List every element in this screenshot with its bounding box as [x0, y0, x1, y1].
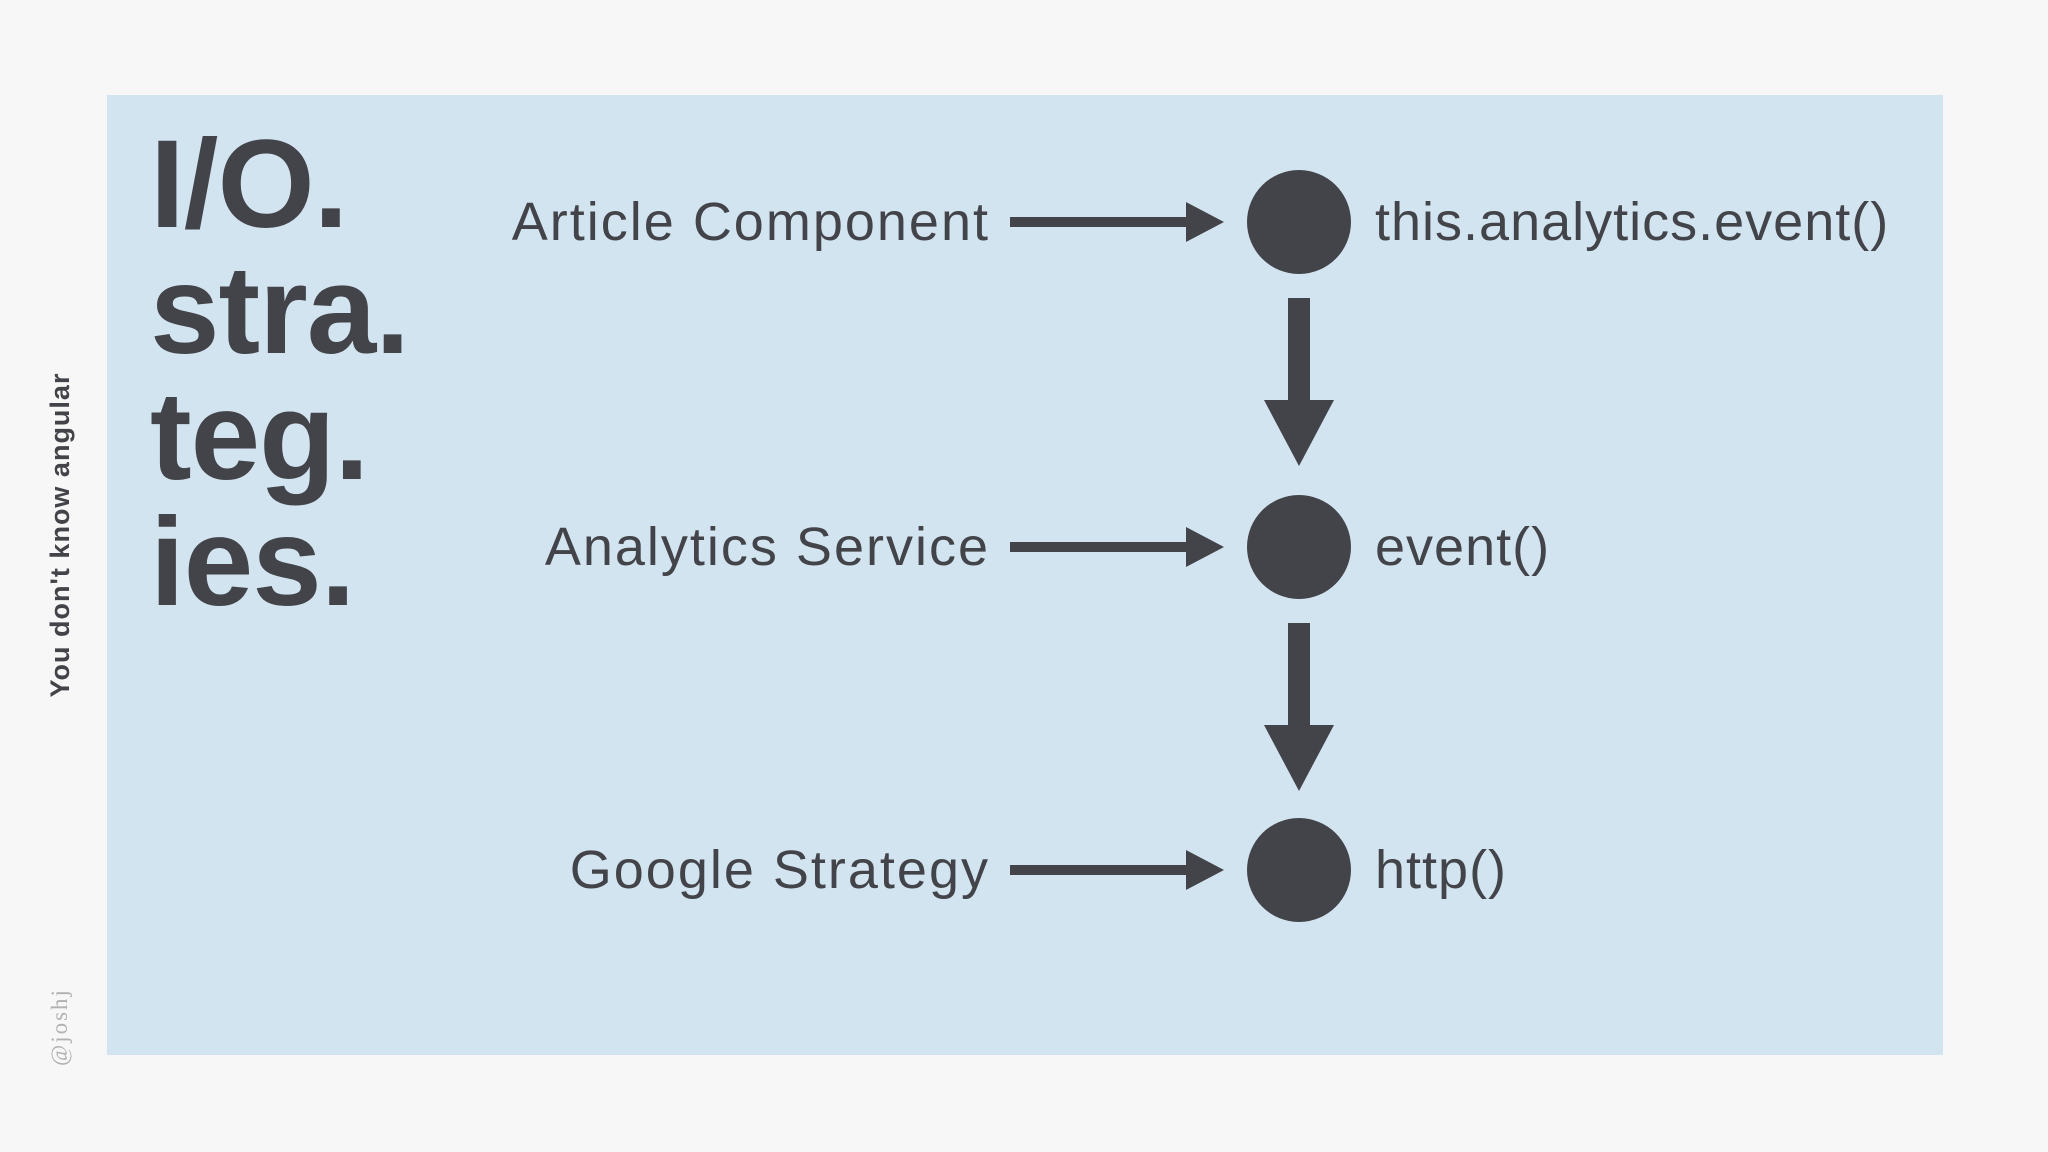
node-label: http(): [1375, 840, 1508, 900]
author-handle: @joshj: [47, 988, 72, 1066]
diagram-row-label: Analytics Service: [544, 517, 990, 577]
node-label: event(): [1375, 517, 1551, 577]
slide-title: I/O. stra. teg. ies.: [150, 115, 410, 632]
node-circle: [1247, 495, 1351, 599]
arrow-head: [1186, 527, 1224, 567]
diagram-row-label: Google Strategy: [569, 840, 990, 900]
arrow-down-icon: [1264, 623, 1334, 791]
arrow-head: [1186, 850, 1224, 890]
arrow-shaft: [1010, 217, 1190, 227]
arrow-right-icon: [1010, 527, 1224, 567]
arrow-right-icon: [1010, 202, 1224, 242]
node-circle: [1247, 170, 1351, 274]
node-circle: [1247, 818, 1351, 922]
arrow-head: [1264, 725, 1334, 791]
arrow-shaft: [1010, 542, 1190, 552]
vertical-tagline: You don't know angular: [44, 372, 75, 698]
arrow-shaft: [1288, 298, 1310, 402]
arrow-head: [1264, 400, 1334, 466]
arrow-head: [1186, 202, 1224, 242]
arrow-right-icon: [1010, 850, 1224, 890]
node-label: this.analytics.event(): [1375, 192, 1890, 252]
arrow-down-icon: [1264, 298, 1334, 466]
slide-panel: [107, 95, 1943, 1055]
diagram-row-label: Article Component: [511, 192, 990, 252]
arrow-shaft: [1010, 865, 1190, 875]
arrow-shaft: [1288, 623, 1310, 727]
